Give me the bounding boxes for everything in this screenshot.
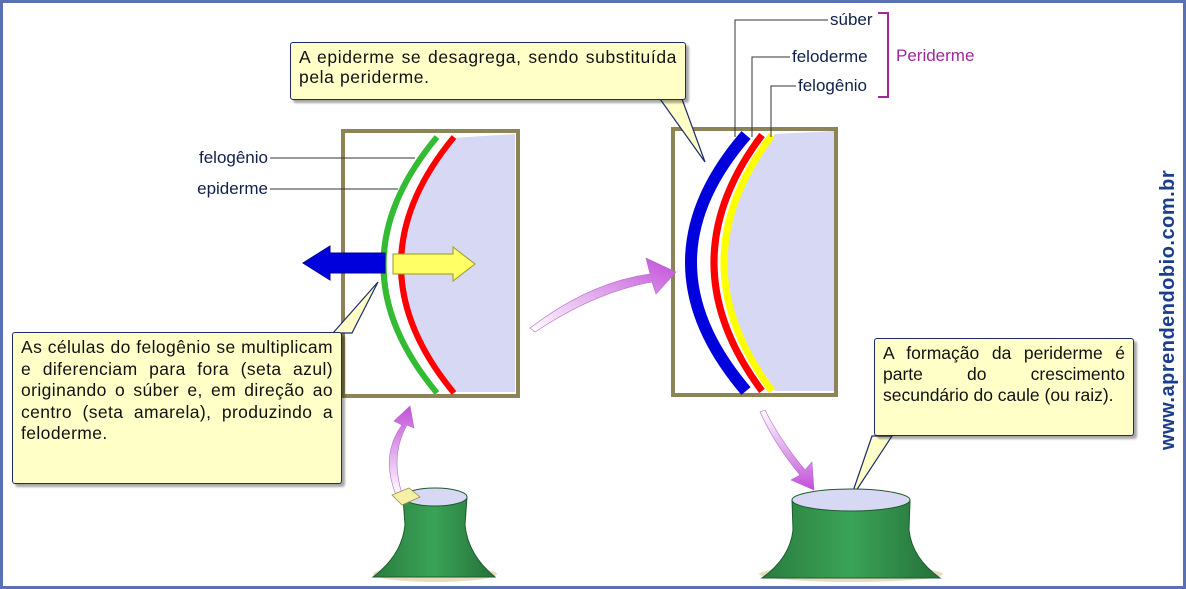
- right-callout-pointer: [849, 435, 894, 501]
- top-callout: A epiderme se desagrega, sendo substituí…: [290, 42, 686, 100]
- left-callout-pointer: [331, 281, 379, 334]
- periderme-bracket: [878, 12, 889, 98]
- pointer-arrow-icon: [388, 405, 415, 496]
- feloderme-leader: [751, 56, 790, 137]
- tree-stump-icon: [759, 488, 943, 582]
- right-callout: A formação da periderme é parte do cresc…: [874, 338, 1134, 436]
- feloderme-layer: [720, 132, 775, 394]
- right-panel: [671, 12, 889, 397]
- epiderme-label: epiderme: [197, 179, 268, 198]
- felogenio-label: felogênio: [198, 148, 268, 167]
- stump-sample-icon: [391, 487, 421, 506]
- right-callout-text: A formação da periderme é parte do cresc…: [883, 343, 1125, 405]
- suber-label: súber: [830, 10, 873, 29]
- inward-arrow-icon: [392, 245, 476, 283]
- pointer-arrow-icon: [529, 257, 677, 333]
- suber-leader: [734, 19, 828, 137]
- left-callout-text: As células do felogênio se multiplicam e…: [21, 337, 333, 443]
- feloderme-label: feloderme: [792, 47, 868, 66]
- felogenio-right-layer: [710, 132, 765, 394]
- right-tissue-fill: [726, 131, 834, 391]
- outward-arrow-icon: [302, 245, 386, 281]
- periderme-label: Periderme: [896, 46, 975, 65]
- suber-layer: [685, 131, 751, 395]
- left-callout: As células do felogênio se multiplicam e…: [12, 332, 342, 484]
- site-credit: www.aprendendobio.com.br: [1157, 169, 1179, 450]
- top-callout-text: A epiderme se desagrega, sendo substituí…: [299, 47, 677, 87]
- left-panel: [270, 129, 520, 398]
- pointer-arrow-icon: [759, 409, 815, 491]
- felogenio-right-label: felogênio: [798, 76, 868, 95]
- felogenio-right-leader: [770, 85, 796, 137]
- tree-stump-icon: [371, 487, 497, 582]
